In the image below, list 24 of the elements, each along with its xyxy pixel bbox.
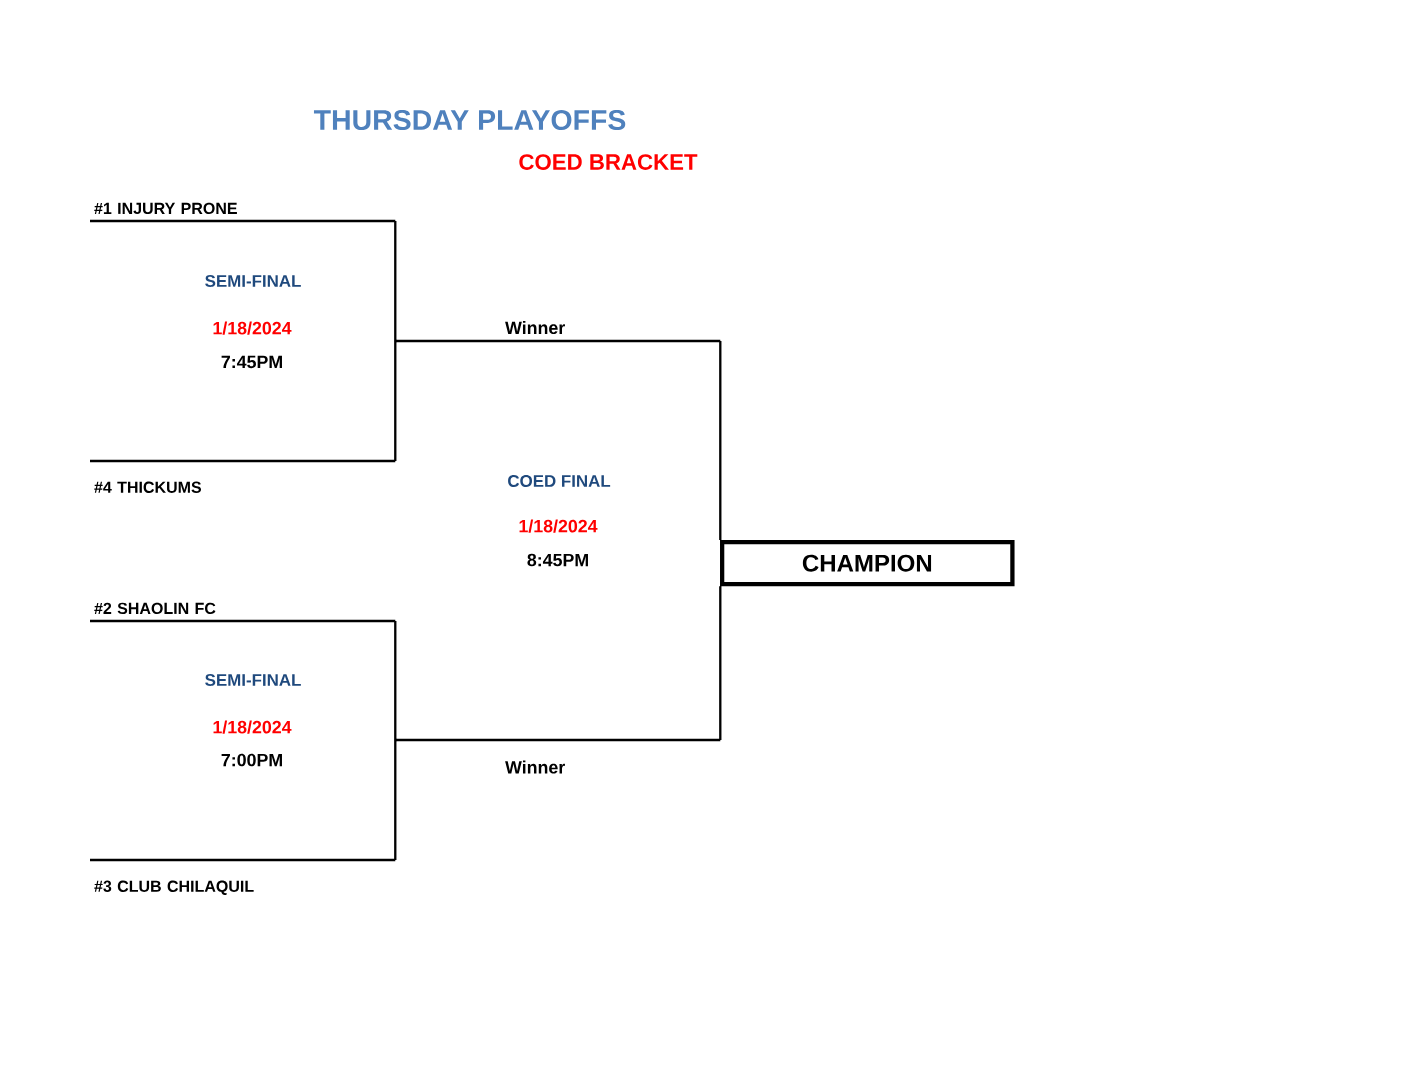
round-label: SEMI-FINAL (205, 674, 301, 686)
bracket-line (393, 339, 397, 461)
date-label: 1/18/2024 (519, 519, 598, 533)
team-slot: #1 INJURY PRONE (90, 202, 396, 223)
winner-slot: Winner (395, 738, 721, 774)
bracket-line (718, 341, 722, 542)
title: THURSDAY PLAYOFFS (313, 109, 626, 131)
bracket-line (718, 585, 722, 740)
champion-box: CHAMPION (720, 540, 1015, 587)
time-label: 7:00PM (221, 753, 282, 767)
team-slot: #2 SHAOLIN FC (90, 602, 396, 623)
bracket-line (393, 621, 397, 742)
subtitle: COED BRACKET (519, 154, 698, 170)
round-label: COED FINAL (508, 475, 611, 487)
bracket-line (393, 221, 397, 343)
team-slot: #3 CLUB CHILAQUIL (90, 858, 396, 895)
winner-slot: Winner (395, 321, 721, 343)
date-label: 1/18/2024 (213, 720, 292, 734)
round-label: SEMI-FINAL (205, 275, 301, 287)
date-label: 1/18/2024 (213, 321, 292, 335)
team-slot: #4 THICKUMS (90, 459, 396, 493)
time-label: 8:45PM (527, 553, 588, 567)
time-label: 7:45PM (221, 355, 282, 369)
bracket-line (393, 738, 397, 860)
